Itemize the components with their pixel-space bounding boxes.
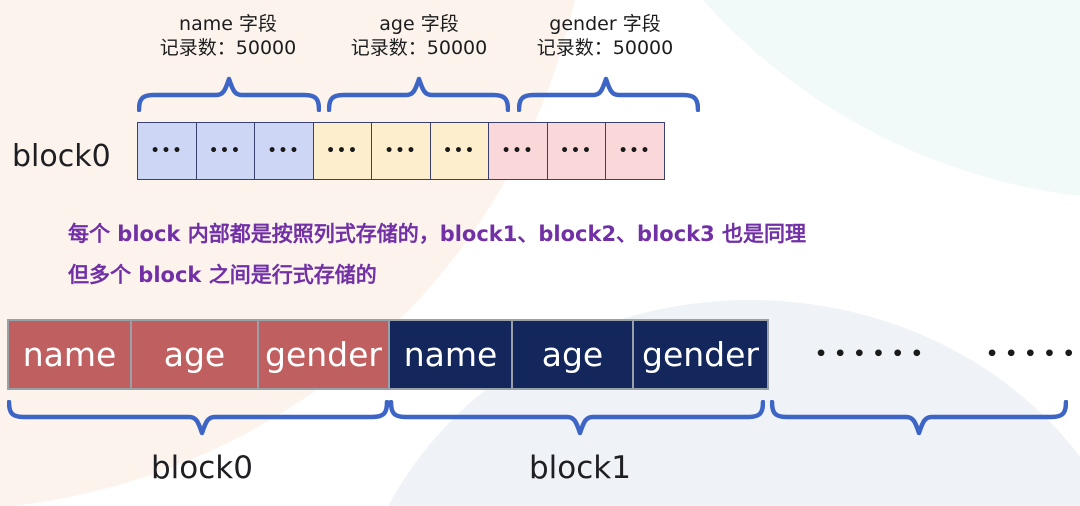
cell-gender-3: ••• bbox=[605, 122, 665, 180]
cell-gender-1: ••• bbox=[488, 122, 548, 180]
cell-age-1: ••• bbox=[312, 122, 373, 180]
brace-down-block0 bbox=[7, 400, 390, 436]
ellipsis-dots-1: •••••• bbox=[815, 343, 930, 365]
note-line-2: 但多个 block 之间是行式存储的 bbox=[68, 263, 377, 287]
brace-down-block1 bbox=[389, 400, 765, 436]
field-label-gender: gender 字段 记录数：50000 bbox=[495, 12, 715, 60]
cell-age-3: ••• bbox=[429, 122, 490, 180]
ellipsis-dots-2: •••••• bbox=[986, 343, 1080, 365]
block0-age-cell: age bbox=[132, 321, 257, 388]
block0-row-label: block0 bbox=[12, 139, 111, 174]
cell-gender-2: ••• bbox=[546, 122, 607, 180]
brace-down-more-blocks bbox=[770, 400, 1068, 436]
brace-up-age bbox=[327, 76, 510, 112]
block0-label: block0 bbox=[151, 450, 253, 486]
record-count: 记录数：50000 bbox=[159, 37, 297, 59]
cell-name-2: ••• bbox=[195, 122, 256, 180]
block1-gender-cell: gender bbox=[634, 321, 767, 388]
block1-name-cell: name bbox=[390, 321, 511, 388]
block0-cell-row: ••• ••• ••• ••• ••• ••• ••• ••• ••• bbox=[137, 122, 665, 180]
cell-age-2: ••• bbox=[371, 122, 431, 180]
field-name: age 字段 bbox=[379, 13, 459, 35]
block0-gender-cell: gender bbox=[259, 321, 388, 388]
field-name: name 字段 bbox=[179, 13, 277, 35]
brace-up-gender bbox=[517, 76, 700, 112]
field-name: gender 字段 bbox=[549, 13, 661, 35]
record-count: 记录数：50000 bbox=[536, 37, 674, 59]
brace-up-name bbox=[137, 76, 321, 112]
cell-name-3: ••• bbox=[254, 122, 314, 180]
block1-age-cell: age bbox=[513, 321, 632, 388]
field-label-name: name 字段 记录数：50000 bbox=[118, 12, 338, 60]
block1-label: block1 bbox=[529, 450, 631, 486]
field-label-age: age 字段 记录数：50000 bbox=[309, 12, 529, 60]
block0-name-cell: name bbox=[9, 321, 130, 388]
record-count: 记录数：50000 bbox=[350, 37, 488, 59]
note-line-1: 每个 block 内部都是按照列式存储的，block1、block2、block… bbox=[68, 222, 807, 246]
blocks-bar: name age gender name age gender bbox=[7, 319, 769, 390]
cell-name-1: ••• bbox=[137, 122, 197, 180]
